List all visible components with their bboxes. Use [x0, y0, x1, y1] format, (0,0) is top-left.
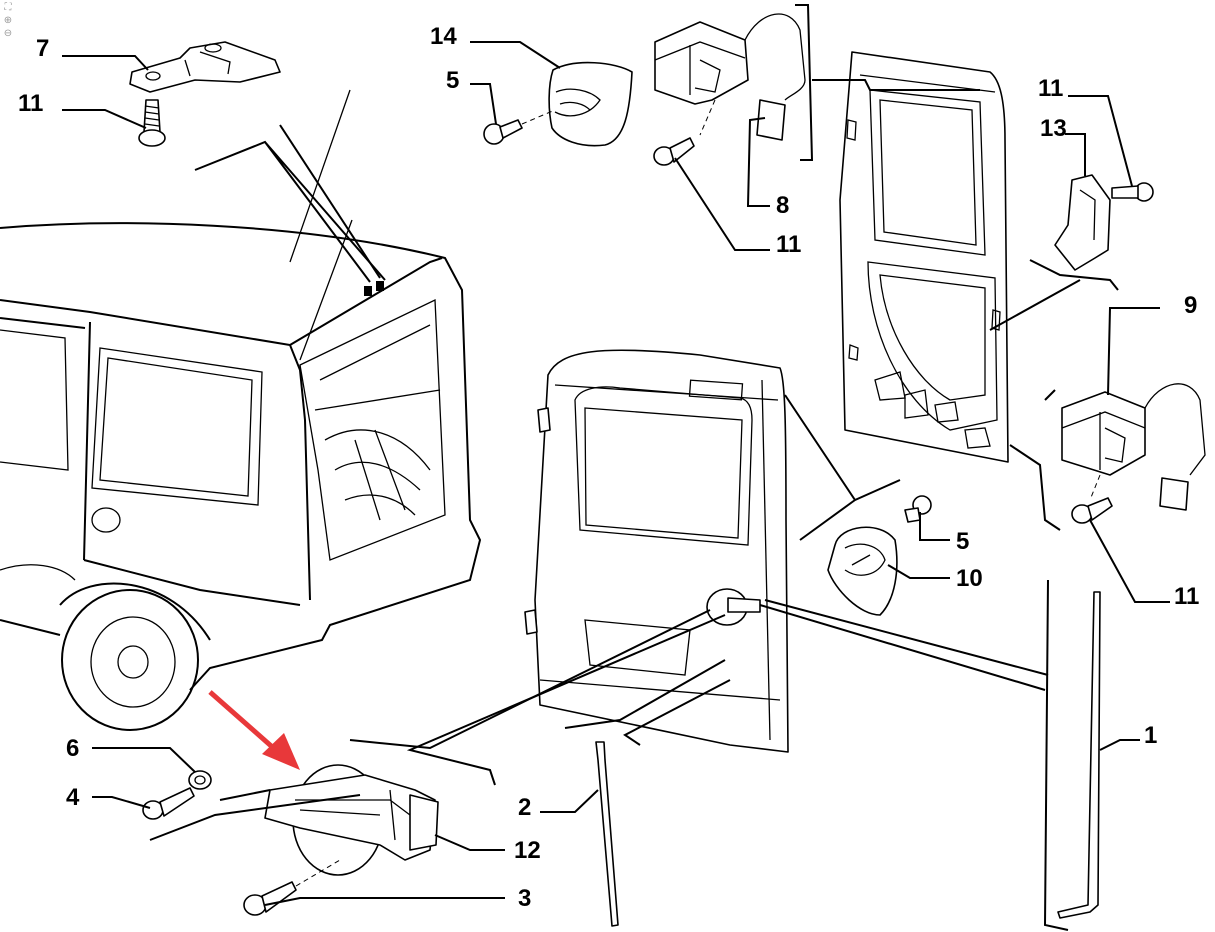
callout-11: 11 — [776, 231, 801, 258]
callout-7: 7 — [36, 35, 49, 62]
callout-2: 2 — [518, 794, 531, 821]
callout-5: 5 — [956, 528, 969, 555]
part-11-bolt-a — [138, 99, 166, 147]
part-7-bracket — [129, 41, 281, 93]
part-9-lock — [1061, 383, 1206, 524]
callout-11: 11 — [1174, 583, 1199, 610]
part-5-screw-b — [904, 495, 932, 523]
callout-5: 5 — [446, 67, 459, 94]
part-12-handle — [264, 764, 439, 876]
callout-12: 12 — [514, 837, 541, 864]
callout-6: 6 — [66, 735, 79, 762]
rear-door-left — [524, 349, 789, 753]
callout-11: 11 — [18, 90, 43, 117]
part-2-rod — [595, 741, 619, 927]
callout-11: 11 — [1038, 75, 1063, 102]
part-14-cover — [548, 61, 633, 147]
viewer-toolbar: ⛶ ⊕ ⊖ — [2, 2, 16, 40]
highlight-arrow — [208, 690, 300, 770]
part-11-bolt-b — [653, 137, 695, 166]
callout-4: 4 — [66, 784, 80, 811]
leader-lines — [62, 4, 1170, 931]
van-body — [0, 89, 482, 731]
part-6-washer — [188, 770, 212, 790]
callout-14: 14 — [430, 23, 457, 50]
part-13-hinge — [1054, 174, 1154, 271]
callout-10: 10 — [956, 565, 983, 592]
zoom-out-icon[interactable]: ⊖ — [3, 28, 13, 39]
rear-door-right — [839, 51, 1009, 463]
fit-view-icon[interactable]: ⛶ — [4, 2, 12, 13]
callout-13: 13 — [1040, 115, 1067, 142]
callout-8: 8 — [776, 192, 789, 219]
part-1-rod — [1057, 591, 1101, 919]
part-lock-top — [654, 13, 806, 141]
callout-9: 9 — [1184, 292, 1197, 319]
callout-1: 1 — [1144, 722, 1157, 749]
callout-3: 3 — [518, 885, 531, 912]
callout-labels: 7 11 14 5 8 11 11 13 9 5 10 11 1 6 4 2 1… — [18, 23, 1199, 912]
part-4-screw — [142, 787, 195, 820]
part-10-cover — [827, 526, 898, 616]
part-5-screw-a — [483, 109, 556, 145]
zoom-in-icon[interactable]: ⊕ — [3, 15, 13, 26]
